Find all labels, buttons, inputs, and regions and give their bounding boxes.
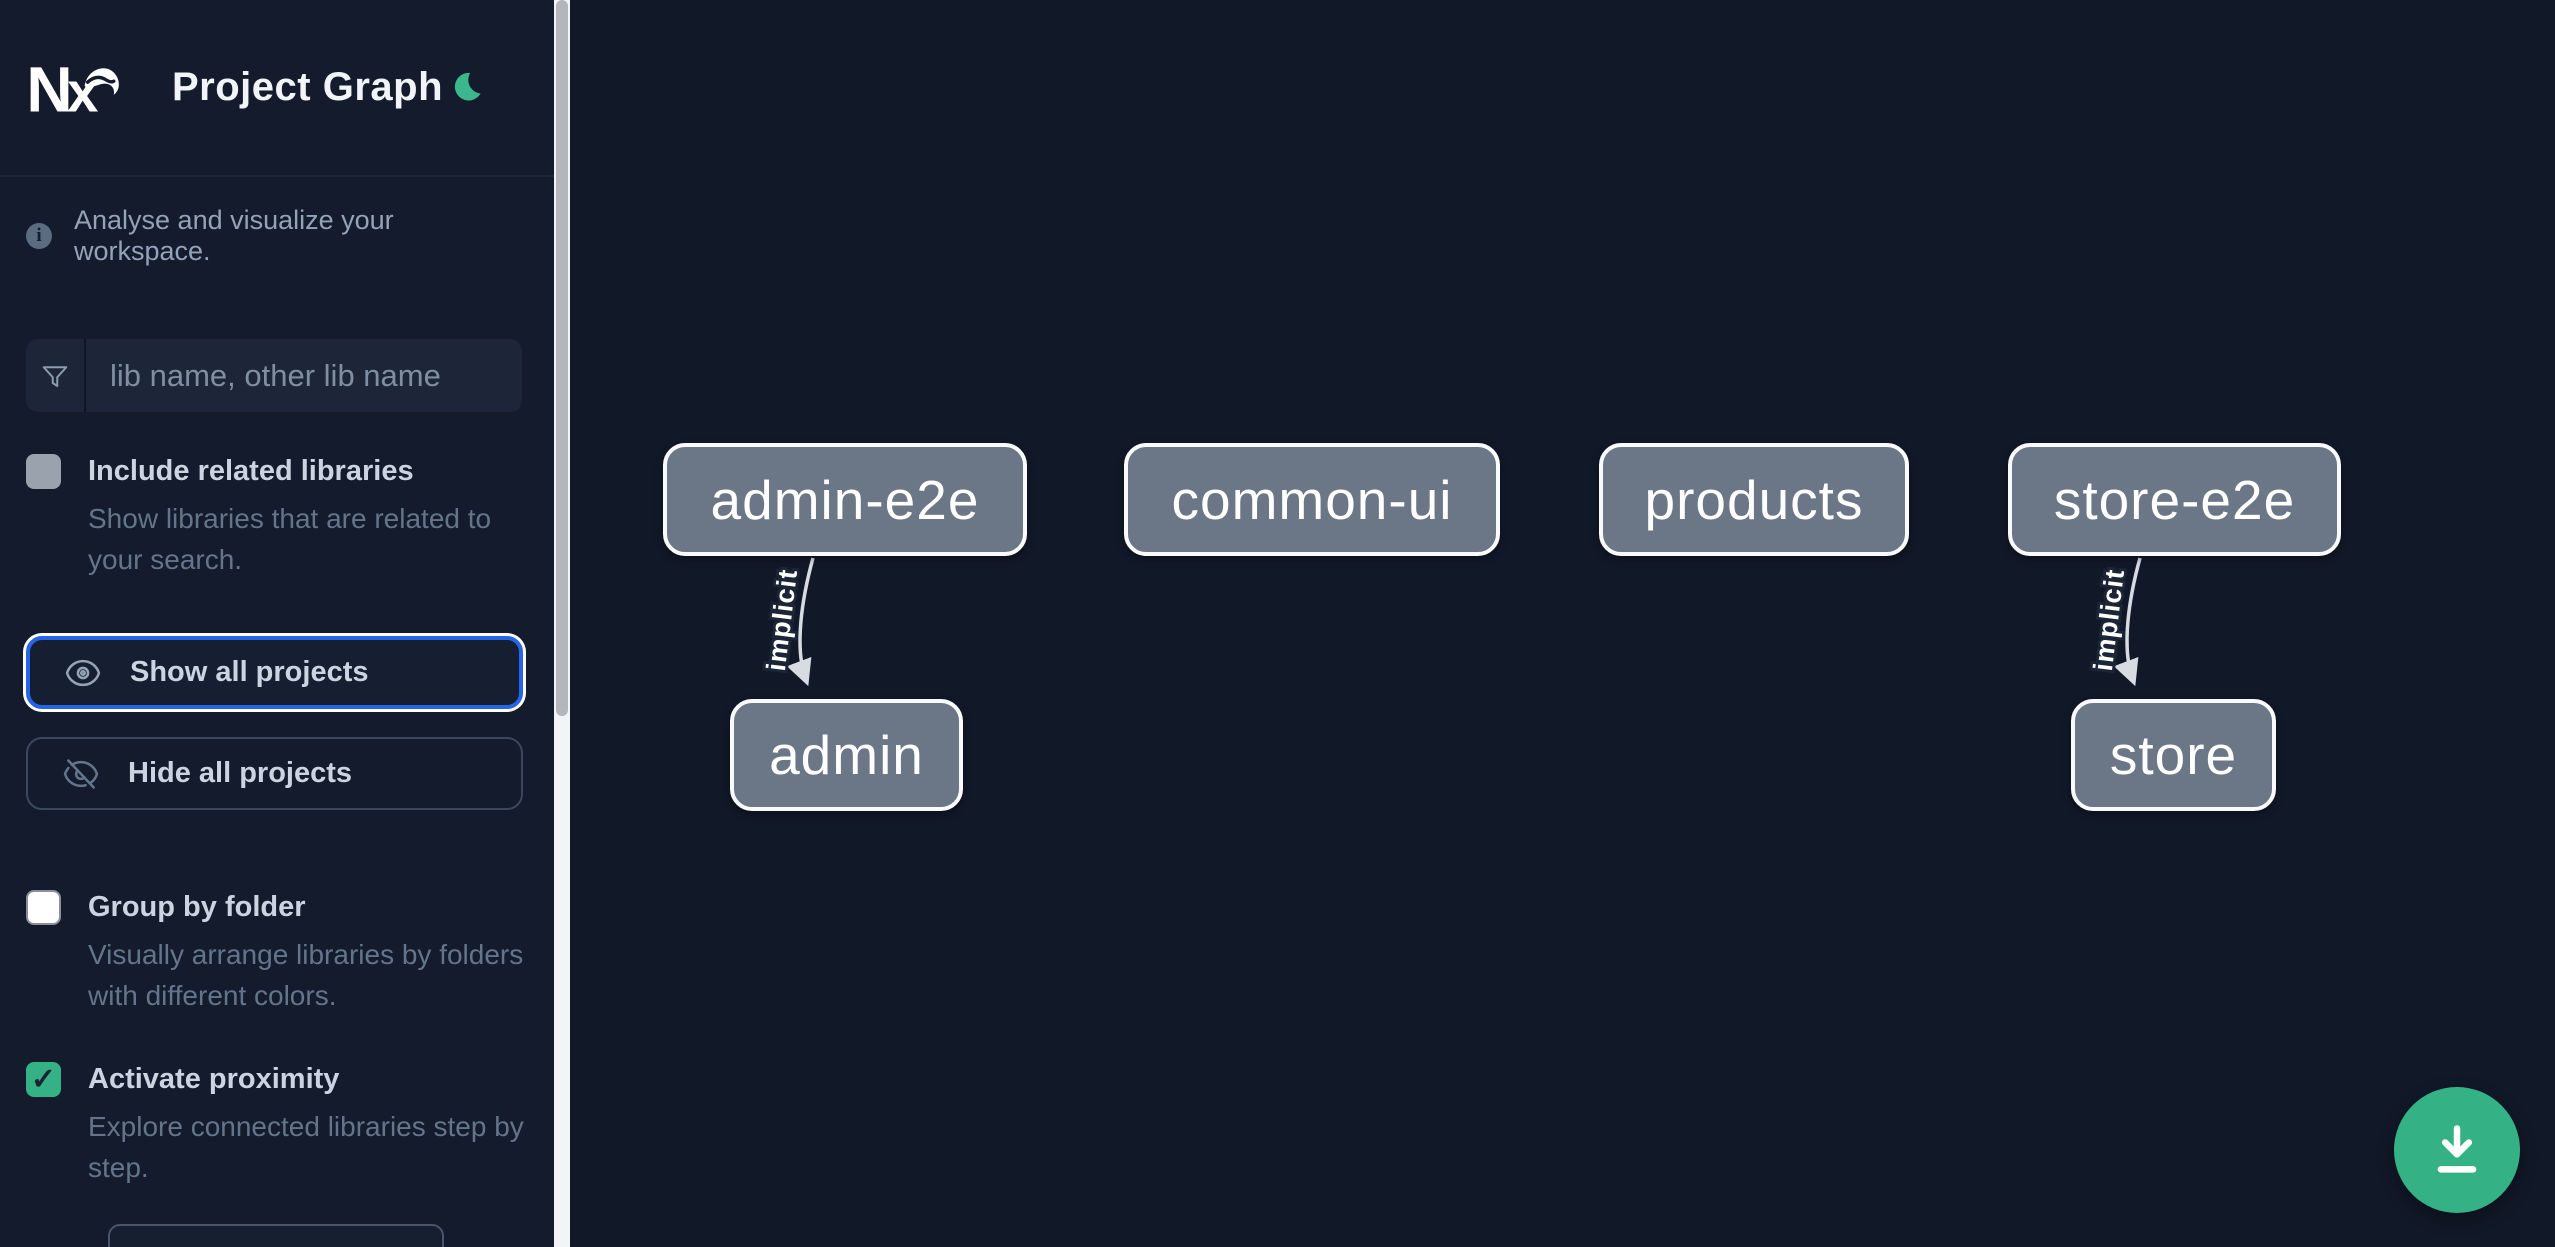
eye-icon <box>65 659 101 686</box>
graph-node-common-ui[interactable]: common-ui <box>1124 443 1500 556</box>
tagline-text: Analyse and visualize your workspace. <box>74 205 394 266</box>
include-related-description: Show libraries that are related to your … <box>88 503 492 575</box>
activate-proximity-checkbox[interactable]: ✓ <box>26 1062 61 1097</box>
proximity-depth-stepper: − 1 + <box>108 1224 444 1247</box>
project-graph-canvas[interactable]: implicit implicit admin-e2e common-ui pr… <box>570 0 2555 1247</box>
edge-label-implicit[interactable]: implicit <box>758 564 806 675</box>
edge-label-implicit[interactable]: implicit <box>2085 564 2133 675</box>
graph-node-store-e2e[interactable]: store-e2e <box>2008 443 2341 556</box>
increment-button[interactable]: + <box>342 1226 442 1247</box>
filter-funnel-icon <box>26 339 86 412</box>
option-include-related: Include related libraries Show libraries… <box>26 452 528 580</box>
workspace-tagline-row: i Analyse and visualize your workspace. <box>26 205 528 267</box>
moon-icon <box>454 72 481 101</box>
show-all-projects-button[interactable]: Show all projects <box>26 636 523 709</box>
include-related-checkbox[interactable] <box>26 454 61 489</box>
search-box <box>26 339 522 412</box>
info-icon: i <box>26 223 52 249</box>
page-title: Project Graph <box>172 65 444 109</box>
show-all-projects-label: Show all projects <box>130 656 369 688</box>
group-by-folder-label: Group by folder <box>88 891 306 923</box>
scrollbar-thumb[interactable] <box>556 0 568 716</box>
sidebar-scrollbar <box>554 0 570 1247</box>
stepper-value: 1 <box>210 1226 342 1247</box>
activate-proximity-label: Activate proximity <box>88 1063 340 1095</box>
graph-node-admin[interactable]: admin <box>730 699 963 811</box>
edge-admin-e2e-to-admin[interactable] <box>786 557 815 687</box>
search-input[interactable] <box>86 339 522 412</box>
option-activate-proximity: ✓ Activate proximity Explore connected l… <box>26 1060 528 1188</box>
activate-proximity-description: Explore connected libraries step by step… <box>88 1111 524 1183</box>
eye-off-icon <box>63 758 99 789</box>
svg-text:N: N <box>26 55 72 121</box>
sidebar-header: N x Project Graph <box>0 0 554 177</box>
graph-node-products[interactable]: products <box>1599 443 1909 556</box>
download-icon <box>2437 1125 2477 1173</box>
edge-layer: implicit implicit <box>758 557 2142 687</box>
sidebar: N x Project Graph i Analyse and visualiz… <box>0 0 570 1247</box>
hide-all-projects-button[interactable]: Hide all projects <box>26 737 523 810</box>
edge-store-e2e-to-store[interactable] <box>2113 557 2142 687</box>
download-graph-button[interactable] <box>2394 1087 2520 1213</box>
graph-node-admin-e2e[interactable]: admin-e2e <box>663 443 1027 556</box>
group-by-folder-checkbox[interactable] <box>26 890 61 925</box>
include-related-label: Include related libraries <box>88 455 414 487</box>
hide-all-projects-label: Hide all projects <box>128 757 353 789</box>
graph-node-store[interactable]: store <box>2071 699 2276 811</box>
theme-toggle-button[interactable] <box>450 68 490 108</box>
group-by-folder-description: Visually arrange libraries by folders wi… <box>88 939 524 1011</box>
svg-text:x: x <box>67 60 98 121</box>
nx-logo: N x <box>26 55 119 121</box>
option-group-by-folder: Group by folder Visually arrange librari… <box>26 888 528 1016</box>
decrement-button[interactable]: − <box>110 1226 210 1247</box>
